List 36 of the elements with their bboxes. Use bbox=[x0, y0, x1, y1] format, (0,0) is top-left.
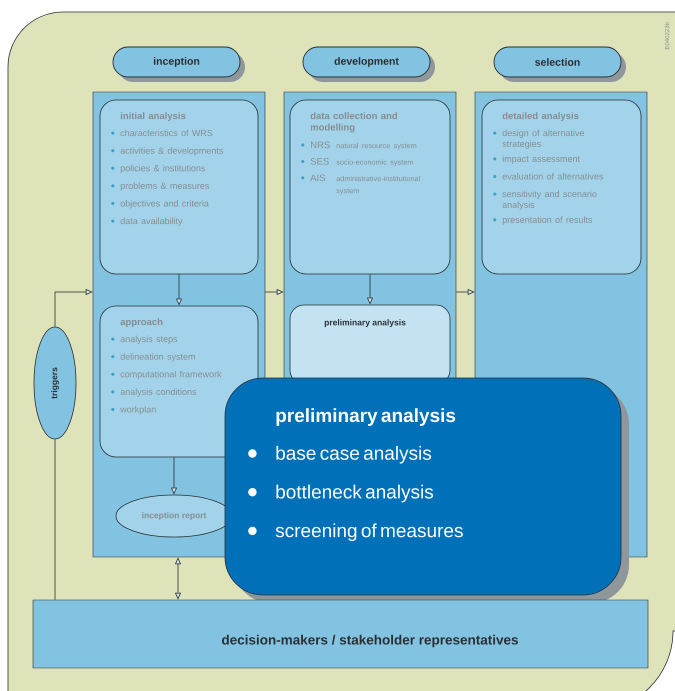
stage-box bbox=[100, 100, 258, 274]
box-heading: detailed analysis bbox=[502, 112, 579, 122]
bullet-item: characteristics of WRS bbox=[111, 130, 212, 136]
bullet-item: analysis conditions bbox=[111, 388, 196, 397]
box-heading: data collection and modelling bbox=[310, 112, 397, 132]
bullet-item: evaluation of alternatives bbox=[493, 172, 604, 180]
bullet-item: analysis steps bbox=[111, 336, 178, 344]
stage-box bbox=[100, 306, 258, 458]
bullet-item: base case analysis bbox=[248, 446, 432, 464]
phase-pill: selection bbox=[494, 46, 626, 82]
stakeholder-bar: decision-makers / stakeholder representatives bbox=[32, 600, 648, 668]
bullet-item: sensitivity and scenario analysis bbox=[493, 190, 597, 210]
bullet-item: design of alternative strategies bbox=[493, 130, 584, 149]
stage-box bbox=[290, 100, 450, 274]
box-heading: preliminary analysis bbox=[276, 408, 456, 426]
bullet-item: SES bbox=[301, 158, 329, 165]
bullet-item: data availability bbox=[111, 218, 183, 226]
bullet-item: AIS bbox=[301, 174, 326, 182]
stage-box bbox=[482, 100, 642, 274]
box-heading: preliminary analysis bbox=[324, 319, 406, 328]
bullet-item: presentation of results bbox=[493, 216, 592, 225]
bullet-item: computational framework bbox=[111, 370, 222, 380]
phase-pill: development bbox=[302, 46, 435, 82]
phase-pill: inception bbox=[112, 46, 245, 82]
bullet-item: NRS bbox=[301, 142, 330, 148]
bullet-item: policies & institutions bbox=[111, 164, 206, 174]
box-heading: approach bbox=[120, 318, 162, 328]
box-heading: initial analysis bbox=[120, 112, 186, 122]
bullet-item: bottleneck analysis bbox=[248, 484, 434, 502]
bullet-item: delineation system bbox=[111, 353, 195, 362]
bullet-item: activities & developments bbox=[111, 147, 224, 156]
bullet-item: objectives and criteria bbox=[111, 200, 209, 208]
bullet-item: workplan bbox=[111, 406, 156, 414]
bullet-item: impact assessment bbox=[493, 155, 580, 164]
bullet-item: problems & measures bbox=[111, 182, 210, 191]
bullet-item: screening of measures bbox=[248, 523, 463, 542]
